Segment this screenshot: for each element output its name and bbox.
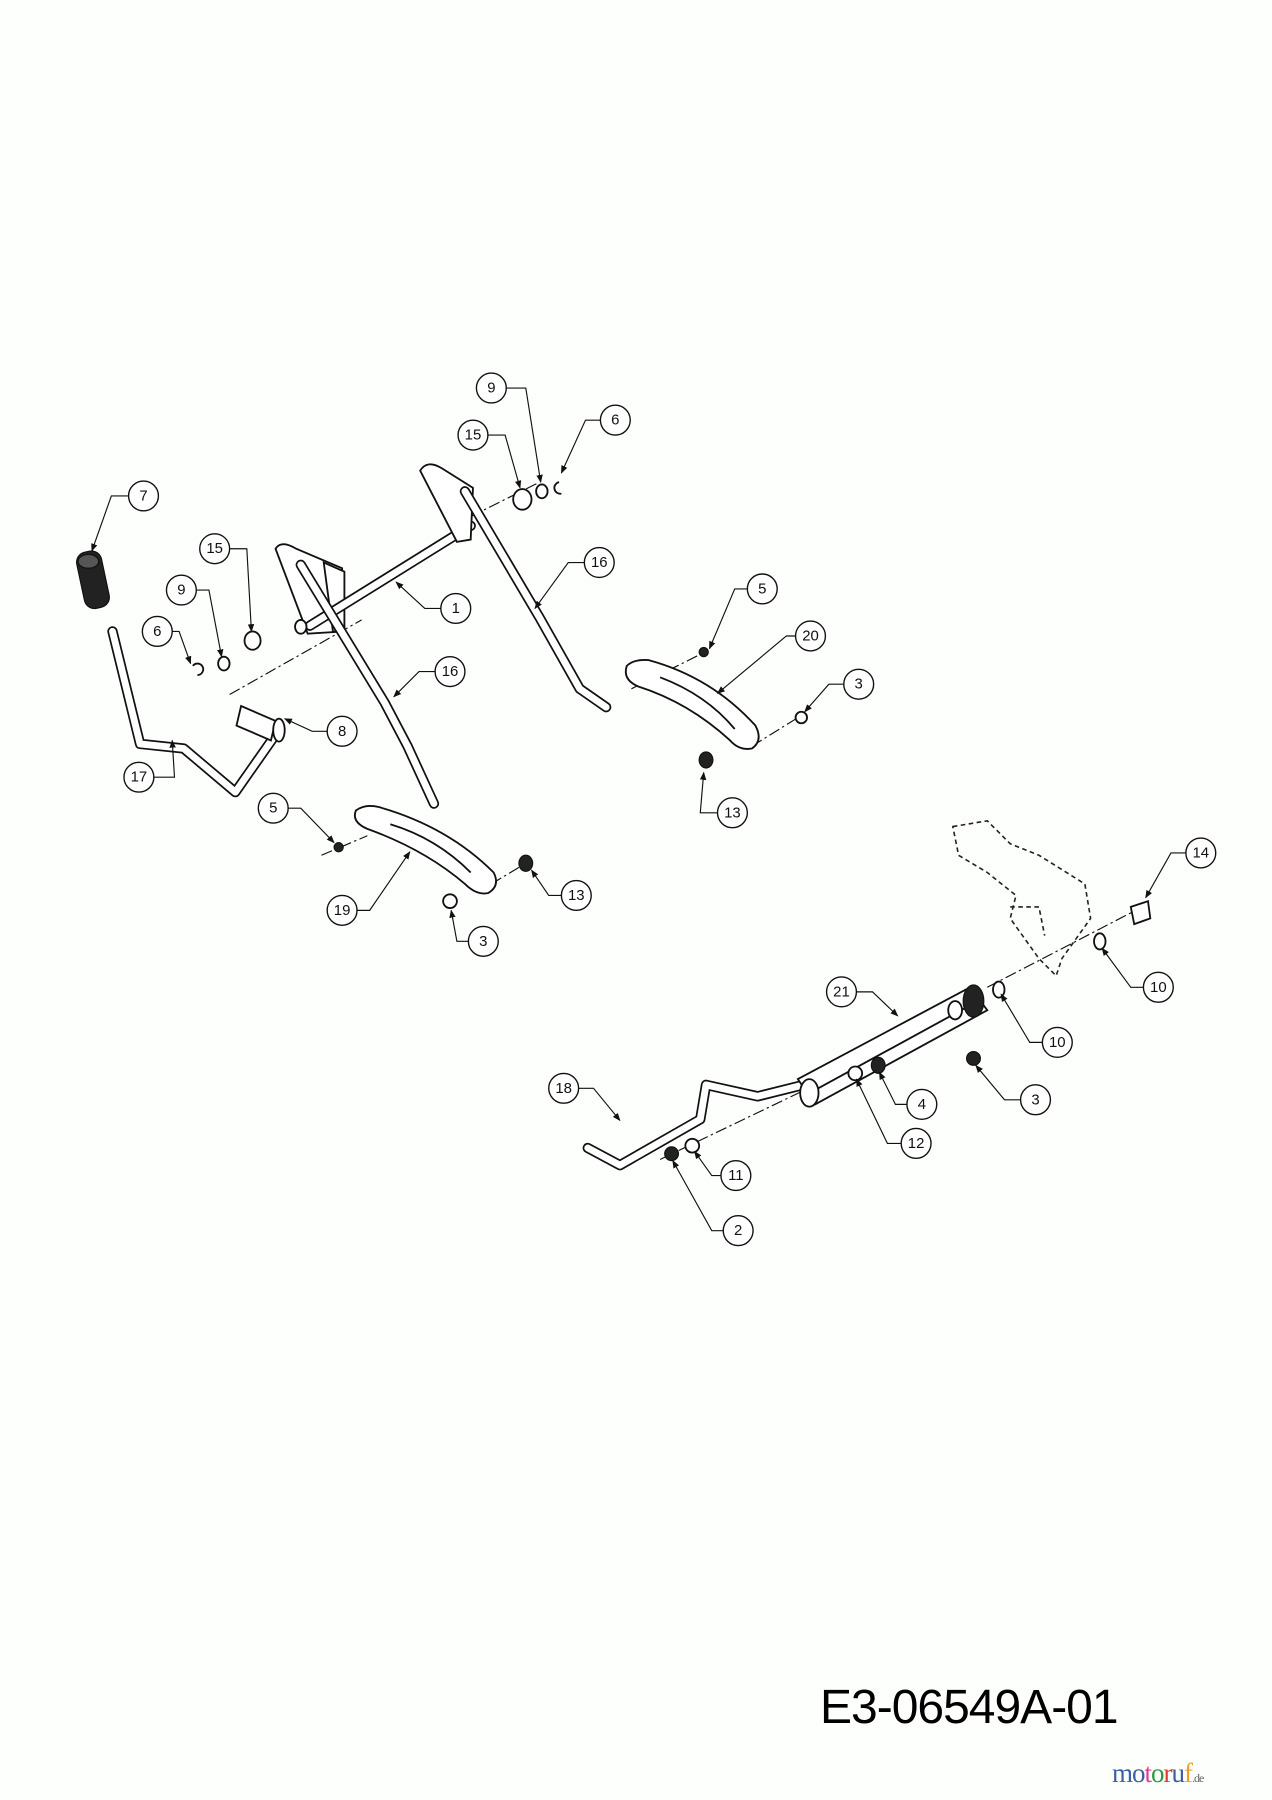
motoruf-logo: motoruf.de [1112,1758,1204,1789]
callout-20: 20 [794,620,827,652]
callout-9: 9 [165,574,197,606]
callout-21: 21 [825,976,858,1008]
shift-lever-part [107,626,286,798]
svg-text:18: 18 [555,1080,572,1097]
svg-text:10: 10 [1049,1034,1066,1051]
lift-link-plates [353,659,760,895]
callout-13: 13 [560,879,592,912]
svg-text:5: 5 [269,800,277,817]
callout-5: 5 [257,792,289,824]
lift-rod-parts [295,486,612,809]
callout-15: 15 [457,419,489,451]
svg-text:3: 3 [855,676,863,693]
callout-6: 6 [141,615,173,648]
callout-4: 4 [906,1088,938,1120]
callout-16: 16 [583,546,615,579]
svg-text:19: 19 [334,902,351,919]
svg-text:10: 10 [1150,979,1167,996]
callout-8: 8 [326,715,358,747]
svg-text:7: 7 [139,487,147,504]
callout-9: 9 [475,372,507,404]
drawing-number: E3-06549A-01 [820,1681,1119,1734]
logo-letter: f [1184,1758,1193,1788]
svg-text:1: 1 [452,600,460,617]
svg-text:9: 9 [487,380,495,397]
svg-text:2: 2 [734,1222,742,1239]
svg-text:11: 11 [728,1167,743,1184]
logo-letter: r [1163,1758,1173,1788]
deck-lift-assembly [582,899,1152,1171]
callout-2: 2 [722,1215,754,1247]
callout-1: 1 [440,592,472,625]
callout-7: 7 [127,480,160,512]
svg-text:16: 16 [591,554,608,571]
callout-12: 12 [900,1127,932,1160]
callout-17: 17 [123,761,155,793]
callout-16: 16 [434,655,466,688]
svg-text:12: 12 [908,1135,925,1152]
svg-text:5: 5 [758,580,766,597]
callout-13: 13 [716,797,749,829]
callout-10: 10 [1142,971,1174,1003]
svg-text:15: 15 [206,540,223,557]
svg-text:20: 20 [802,627,819,644]
callout-3: 3 [467,925,499,957]
callout-15: 15 [199,533,231,565]
knob-part [76,550,110,610]
callout-11: 11 [720,1159,752,1192]
callout-3: 3 [1019,1084,1052,1116]
callout-5: 5 [746,573,778,605]
logo-suffix: .de [1192,1771,1204,1785]
svg-text:4: 4 [918,1096,926,1113]
logo-letter: m [1112,1758,1133,1788]
logo-letter: o [1151,1758,1164,1788]
logo-letter: t [1144,1758,1152,1788]
svg-text:14: 14 [1193,844,1210,861]
callout-18: 18 [548,1072,580,1104]
logo-letter: u [1171,1758,1185,1788]
callout-10: 10 [1041,1026,1073,1058]
leader-lines [91,387,1186,1232]
reference-bracket-outline [951,819,1092,978]
svg-text:6: 6 [153,623,161,640]
callout-19: 19 [326,894,358,926]
svg-text:13: 13 [724,804,741,821]
svg-text:3: 3 [479,933,487,950]
svg-text:9: 9 [177,582,185,599]
callout-14: 14 [1185,837,1217,869]
svg-text:8: 8 [338,723,346,740]
svg-text:17: 17 [131,769,148,786]
svg-text:13: 13 [568,887,585,904]
svg-text:16: 16 [442,663,459,680]
svg-text:3: 3 [1031,1091,1039,1108]
svg-text:6: 6 [611,412,619,429]
hardware [192,481,808,909]
callout-6: 6 [599,404,631,436]
svg-text:21: 21 [833,983,850,1000]
svg-text:15: 15 [465,427,482,444]
logo-letter: o [1132,1758,1145,1788]
callout-3: 3 [843,668,875,700]
